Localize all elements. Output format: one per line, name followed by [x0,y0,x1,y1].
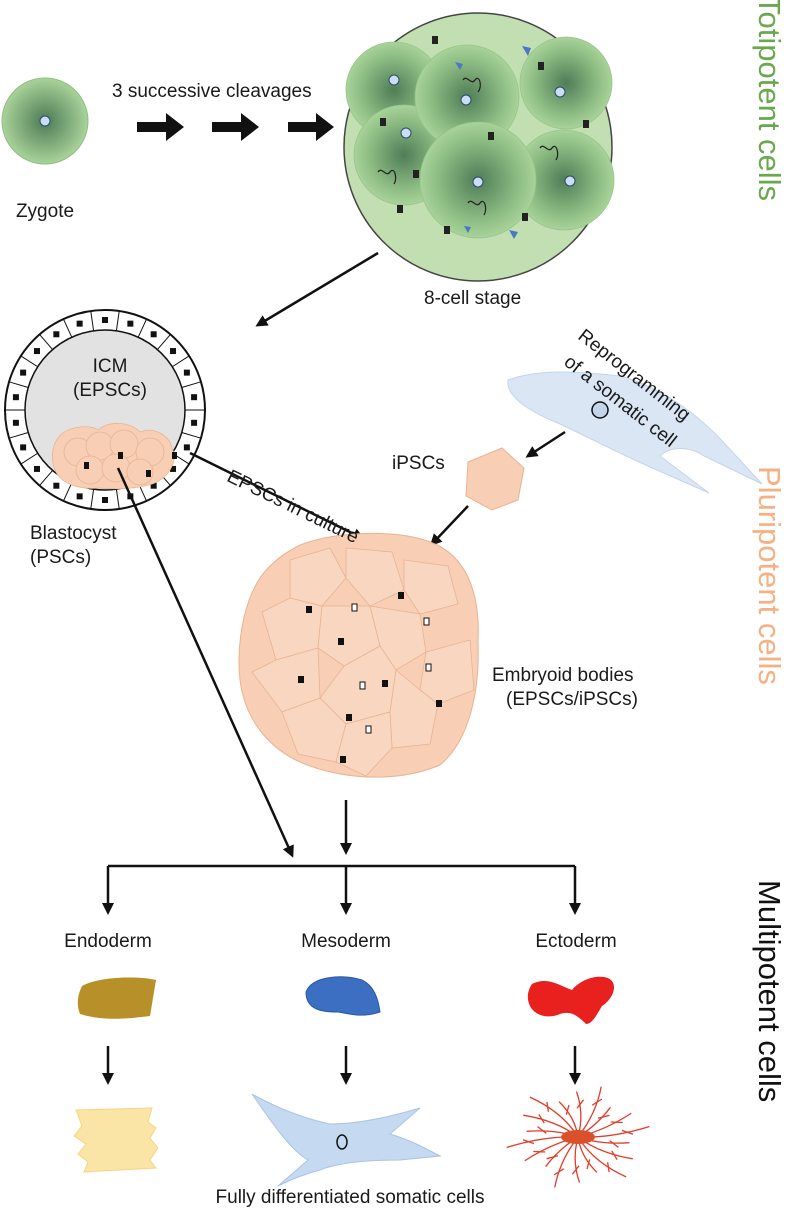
eight-cell-label: 8-cell stage [424,288,522,309]
totipotent-cells-label: Totipotent cells [752,0,787,202]
zygote-cell [1,77,89,165]
cleavage-arrow-3 [288,113,334,141]
blastocyst-label-line2: (PSCs) [30,547,92,568]
ipsc-cell [465,447,525,511]
arrow-ipsc-to-embryoid [429,505,469,547]
multipotent-cells-label: Multipotent cells [752,880,787,1103]
arrow-reprogramming-to-ipsc [525,430,566,458]
blastocyst [4,309,206,511]
cleavage-arrow-2 [212,113,259,141]
mesoderm-derived-cell [251,1093,442,1187]
arrow-icm-to-germ-layers [116,467,294,858]
embryoid-label-line2: (EPSCs/iPSCs) [506,689,638,710]
arrow-eight-cell-to-blastocyst [255,251,379,327]
inner-cell-mass [52,423,175,490]
icm-label-line1: ICM [92,356,128,377]
pluripotent-cells-label: Pluripotent cells [752,466,787,685]
ectoderm-label: Ectoderm [535,931,617,952]
eight-cell-embryo [343,12,615,282]
cleavage-arrow-1 [137,113,184,141]
fully-differentiated-label: Fully differentiated somatic cells [215,1187,485,1208]
cleavages-label: 3 successive cleavages [112,81,312,102]
somatic-cell-reprogramming [507,371,763,494]
ectoderm-derived-cell [506,1086,650,1188]
ipscs-label: iPSCs [392,453,445,474]
mesoderm-cell [305,976,381,1016]
arrow-icm-to-embryoid [189,451,365,540]
icm-label-line2: (EPSCs) [73,380,147,401]
ectoderm-cell [527,976,615,1024]
endoderm-label: Endoderm [64,931,152,952]
endoderm-derived-cell [73,1107,159,1173]
mesoderm-label: Mesoderm [301,931,391,952]
endoderm-cell [77,977,156,1019]
embryoid-bodies [238,532,479,778]
embryoid-label-line1: Embryoid bodies [492,665,634,686]
zygote-label: Zygote [15,201,75,222]
germ-layer-branch [102,864,581,915]
cleavage-arrows [137,113,334,141]
differentiation-arrows [102,1046,581,1085]
blastocyst-label-line1: Blastocyst [30,523,117,544]
